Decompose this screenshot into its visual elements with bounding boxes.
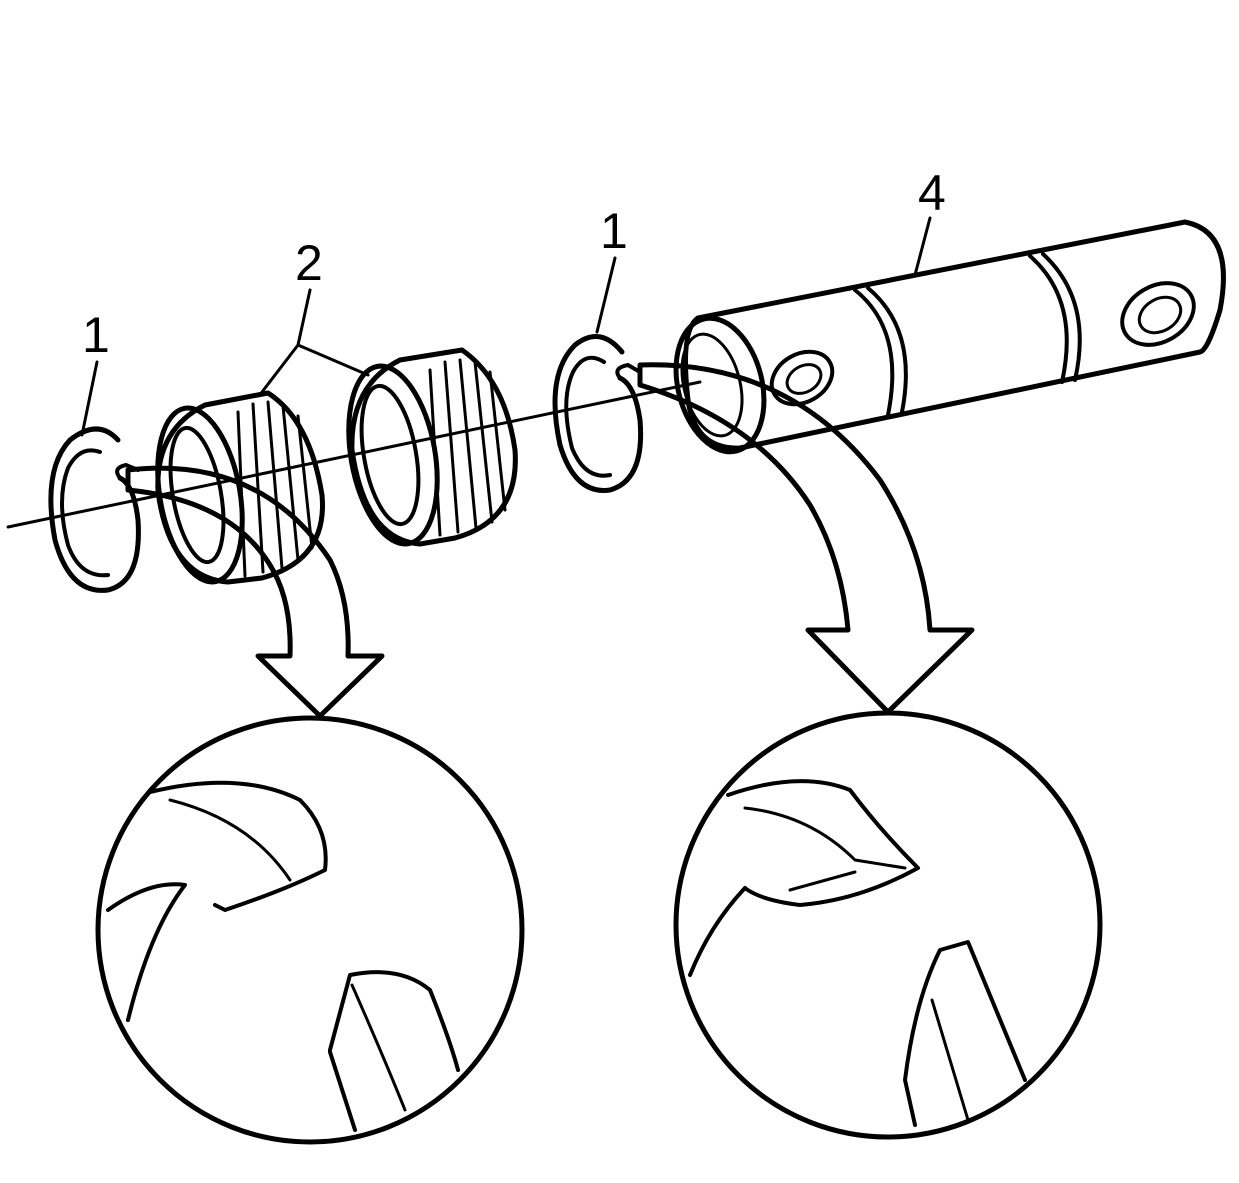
leader-left-ring [80, 360, 99, 437]
detail-view-left [95, 715, 525, 1145]
leader-bearing-left [260, 343, 300, 394]
callout-bearings: 2 [295, 235, 323, 291]
shaft [673, 219, 1226, 455]
callout-snap-ring-left: 1 [82, 307, 110, 363]
detail-arrow-left [125, 465, 385, 719]
callout-snap-ring-right: 1 [600, 203, 628, 259]
snap-ring-left [48, 426, 141, 593]
detail-arrow-right [637, 362, 975, 715]
leader-shaft [913, 216, 932, 277]
callout-shaft: 4 [918, 165, 946, 221]
leader-right-ring [595, 256, 617, 334]
leader-bearing-right [296, 343, 370, 377]
needle-bearing-right [346, 347, 518, 547]
leader-bearing-hub [296, 288, 312, 347]
detail-view-right [673, 710, 1103, 1140]
needle-bearing-left [155, 390, 325, 585]
leader-lines [80, 216, 932, 437]
snap-ring-right [552, 334, 644, 493]
